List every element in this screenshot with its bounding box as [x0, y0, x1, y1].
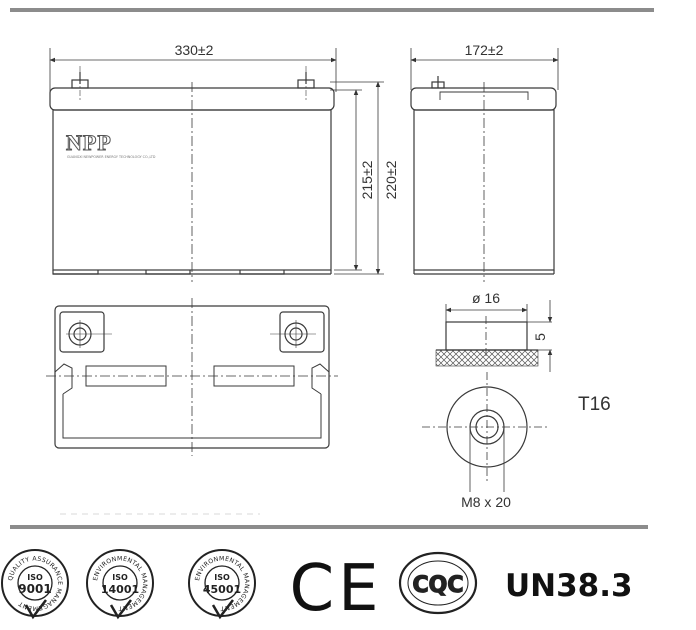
iso9001-prefix: ISO: [27, 573, 43, 582]
cqc-mark: CQC: [398, 551, 478, 615]
length-dimension: 330±2: [175, 42, 214, 58]
case-height-dimension: 215±2: [359, 160, 375, 199]
iso14001-number: 14001: [101, 583, 139, 596]
cqc-label: CQC: [413, 573, 464, 598]
terminal-type-label: T16: [578, 394, 611, 415]
terminal-height: 5: [532, 333, 548, 341]
terminal-diameter: ø 16: [472, 290, 500, 306]
terminal-detail: [422, 300, 553, 492]
iso45001-number: 45001: [203, 583, 241, 596]
un383-mark: UN38.3: [505, 568, 633, 604]
iso9001-number: 9001: [18, 582, 51, 596]
terminal-bolt: M8 x 20: [461, 494, 511, 510]
iso9001-seal: QUALITY ASSURANCE MANAGEMENT ISO 9001: [1, 549, 69, 620]
iso14001-prefix: ISO: [112, 573, 128, 582]
width-dimension: 172±2: [465, 42, 504, 58]
top-view: [46, 298, 338, 456]
brand-logo: NPP: [66, 130, 112, 155]
side-view: [410, 48, 559, 282]
top-rule: [10, 8, 654, 12]
front-view: [49, 48, 384, 282]
iso45001-prefix: ISO: [214, 573, 230, 582]
total-height-dimension: 220±2: [383, 160, 399, 199]
ce-mark: CE: [289, 552, 382, 626]
brand-tagline: GUANGXI NEWPOWER ENERGY TECHNOLOGY CO.,L…: [67, 155, 156, 159]
iso14001-seal: ENVIRONMENTAL MANAGEMENT ISO 14001: [86, 549, 154, 620]
iso45001-seal: ENVIRONMENTAL MANAGEMENT ISO 45001: [188, 549, 256, 620]
bottom-rule: [10, 525, 648, 529]
